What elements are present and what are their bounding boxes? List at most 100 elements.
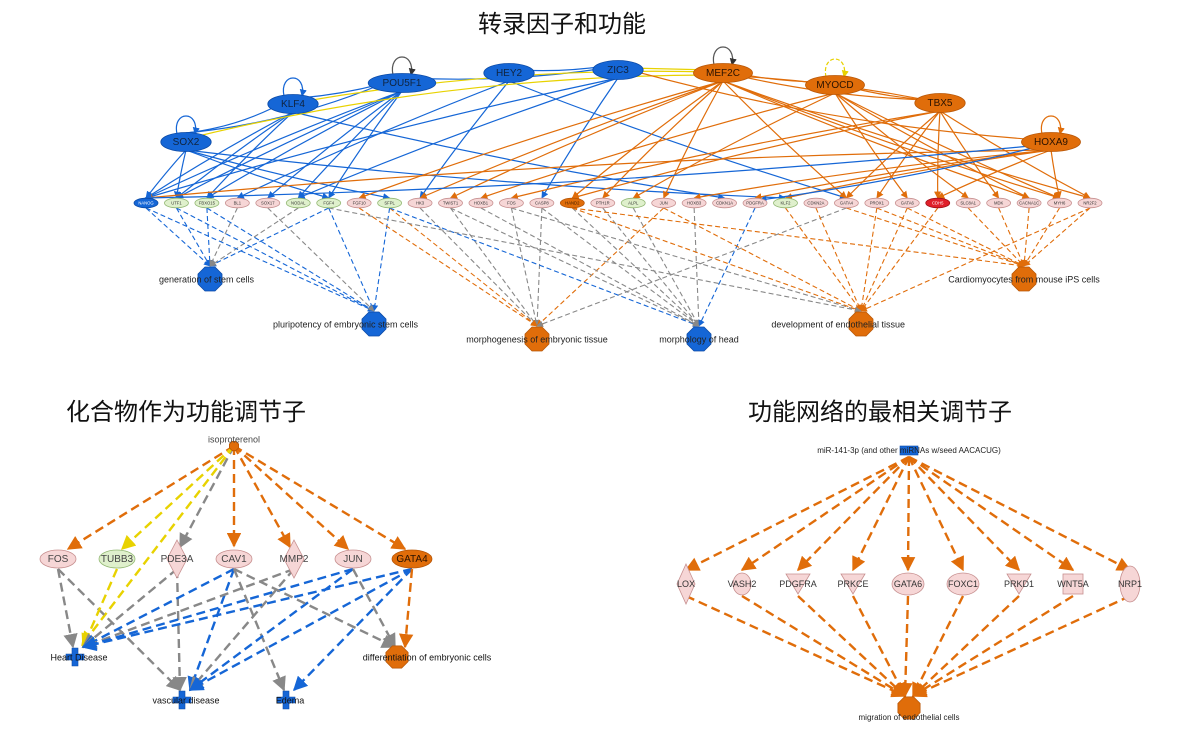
target-klf2[interactable]: [773, 197, 798, 209]
regulator-hey2[interactable]: [483, 63, 535, 83]
target-casp8[interactable]: [529, 197, 555, 209]
regulator-sox2[interactable]: [160, 132, 212, 152]
target-fos[interactable]: [499, 197, 524, 209]
target-jun[interactable]: [651, 197, 677, 209]
target-fgf4[interactable]: [316, 197, 342, 209]
regulator-pou5f1[interactable]: [367, 73, 437, 93]
target-label: CDKN1A: [716, 200, 733, 205]
regulator-myocd[interactable]: [805, 75, 865, 95]
target-hoxb3[interactable]: [681, 197, 707, 209]
target-nodal[interactable]: [285, 197, 311, 209]
regulator-label: KLF4: [281, 99, 305, 110]
function-heart-disease[interactable]: [65, 647, 85, 667]
target-hk3[interactable]: [407, 197, 433, 209]
target-fgf10[interactable]: [346, 197, 372, 209]
function-edge: [209, 207, 329, 267]
target-prox1[interactable]: [864, 197, 890, 209]
target-nrp1[interactable]: [1119, 565, 1141, 603]
regulation-edge: [145, 77, 619, 200]
target-pth1r[interactable]: [590, 197, 616, 209]
function-cardiomyocytes-from-mouse-ips-cells[interactable]: [1011, 266, 1037, 292]
regulator-zic3[interactable]: [592, 60, 644, 80]
function-pluripotency-of-embryonic-stem-cells[interactable]: [361, 311, 387, 337]
regulator-label: TBX5: [927, 98, 952, 109]
mirna-regulator-node[interactable]: [899, 445, 919, 456]
target-pdgfra[interactable]: [785, 573, 811, 595]
target-label: CDH5: [932, 200, 944, 205]
function-edge: [1023, 207, 1061, 267]
function-differentiation-of-embryonic-cells[interactable]: [385, 645, 409, 669]
target-lox[interactable]: [676, 563, 696, 605]
function-edge: [685, 594, 907, 698]
function-edge: [419, 207, 538, 327]
target-gata4[interactable]: [833, 197, 859, 209]
target-nr2f2[interactable]: [1077, 197, 1103, 209]
function-morphogenesis-of-embryonic-tissue[interactable]: [524, 326, 550, 352]
target-label: GATA6: [894, 579, 922, 589]
target-jun[interactable]: [334, 549, 372, 569]
function-edema[interactable]: [276, 690, 296, 710]
target-prkce[interactable]: [840, 573, 866, 595]
target-gata6[interactable]: [894, 197, 920, 209]
target-hoxb1[interactable]: [468, 197, 494, 209]
target-label: VASH2: [728, 579, 757, 589]
target-sfpl[interactable]: [377, 197, 403, 209]
function-edge: [911, 595, 965, 698]
target-wnt5a[interactable]: [1062, 573, 1084, 595]
target-myh6[interactable]: [1047, 197, 1072, 209]
target-fos[interactable]: [39, 549, 77, 569]
function-morphology-of-head[interactable]: [686, 326, 712, 352]
function-vascular-disease[interactable]: [172, 690, 192, 710]
function-edge: [176, 207, 375, 312]
target-cdkn1a[interactable]: [712, 197, 737, 209]
function-development-of-endothelial-tissue[interactable]: [848, 311, 874, 337]
target-utf1[interactable]: [164, 197, 189, 209]
self-regulation-loop: [175, 115, 200, 135]
target-label: GATA4: [840, 200, 854, 205]
target-gata6[interactable]: [891, 572, 925, 596]
function-edge: [351, 568, 397, 649]
compound-isoproterenol[interactable]: [228, 440, 240, 452]
target-twist1[interactable]: [438, 197, 463, 209]
regulator-edge: [144, 144, 1041, 202]
target-cdh5[interactable]: [925, 197, 951, 209]
target-cav1[interactable]: [215, 549, 253, 569]
function-migration-of-endothelial-cells[interactable]: [897, 696, 921, 720]
regulation-edge: [722, 80, 847, 199]
function-edge: [206, 207, 213, 267]
target-mdk[interactable]: [986, 197, 1012, 209]
function-edge: [510, 207, 539, 327]
regulation-edge: [834, 92, 1030, 199]
function-edge: [450, 207, 538, 327]
target-fbxo15[interactable]: [194, 197, 220, 209]
regulation-edge: [754, 149, 1052, 201]
function-edge: [536, 207, 847, 327]
target-cacna1c[interactable]: [1016, 197, 1042, 209]
target-nanog[interactable]: [133, 197, 159, 209]
target-mmp2[interactable]: [283, 539, 305, 579]
target-alpl[interactable]: [620, 197, 646, 209]
target-vash2[interactable]: [732, 572, 752, 596]
function-edge: [571, 207, 700, 327]
target-foxc1[interactable]: [946, 572, 980, 596]
target-label: ALPL: [628, 200, 639, 205]
target-label: PDGFRA: [779, 579, 817, 589]
target-pdgfra[interactable]: [742, 197, 768, 209]
function-generation-of-stem-cells[interactable]: [197, 266, 223, 292]
target-gata4[interactable]: [391, 549, 433, 569]
regulator-hoxa9[interactable]: [1021, 132, 1081, 152]
target-pde3a[interactable]: [166, 539, 188, 579]
target-sox17[interactable]: [255, 197, 281, 209]
regulator-klf4[interactable]: [267, 94, 319, 114]
regulator-mef2c[interactable]: [693, 63, 753, 83]
target-prkd1[interactable]: [1006, 573, 1032, 595]
target-tubb3[interactable]: [98, 549, 136, 569]
regulator-edge: [907, 456, 965, 572]
target-slc8a1[interactable]: [955, 197, 981, 209]
regulation-edge: [175, 111, 294, 199]
target-hand2[interactable]: [559, 197, 585, 209]
regulator-edge: [740, 456, 910, 571]
regulator-tbx5[interactable]: [914, 93, 966, 113]
target-bl1[interactable]: [224, 197, 250, 209]
target-cdkn2a[interactable]: [803, 197, 829, 209]
